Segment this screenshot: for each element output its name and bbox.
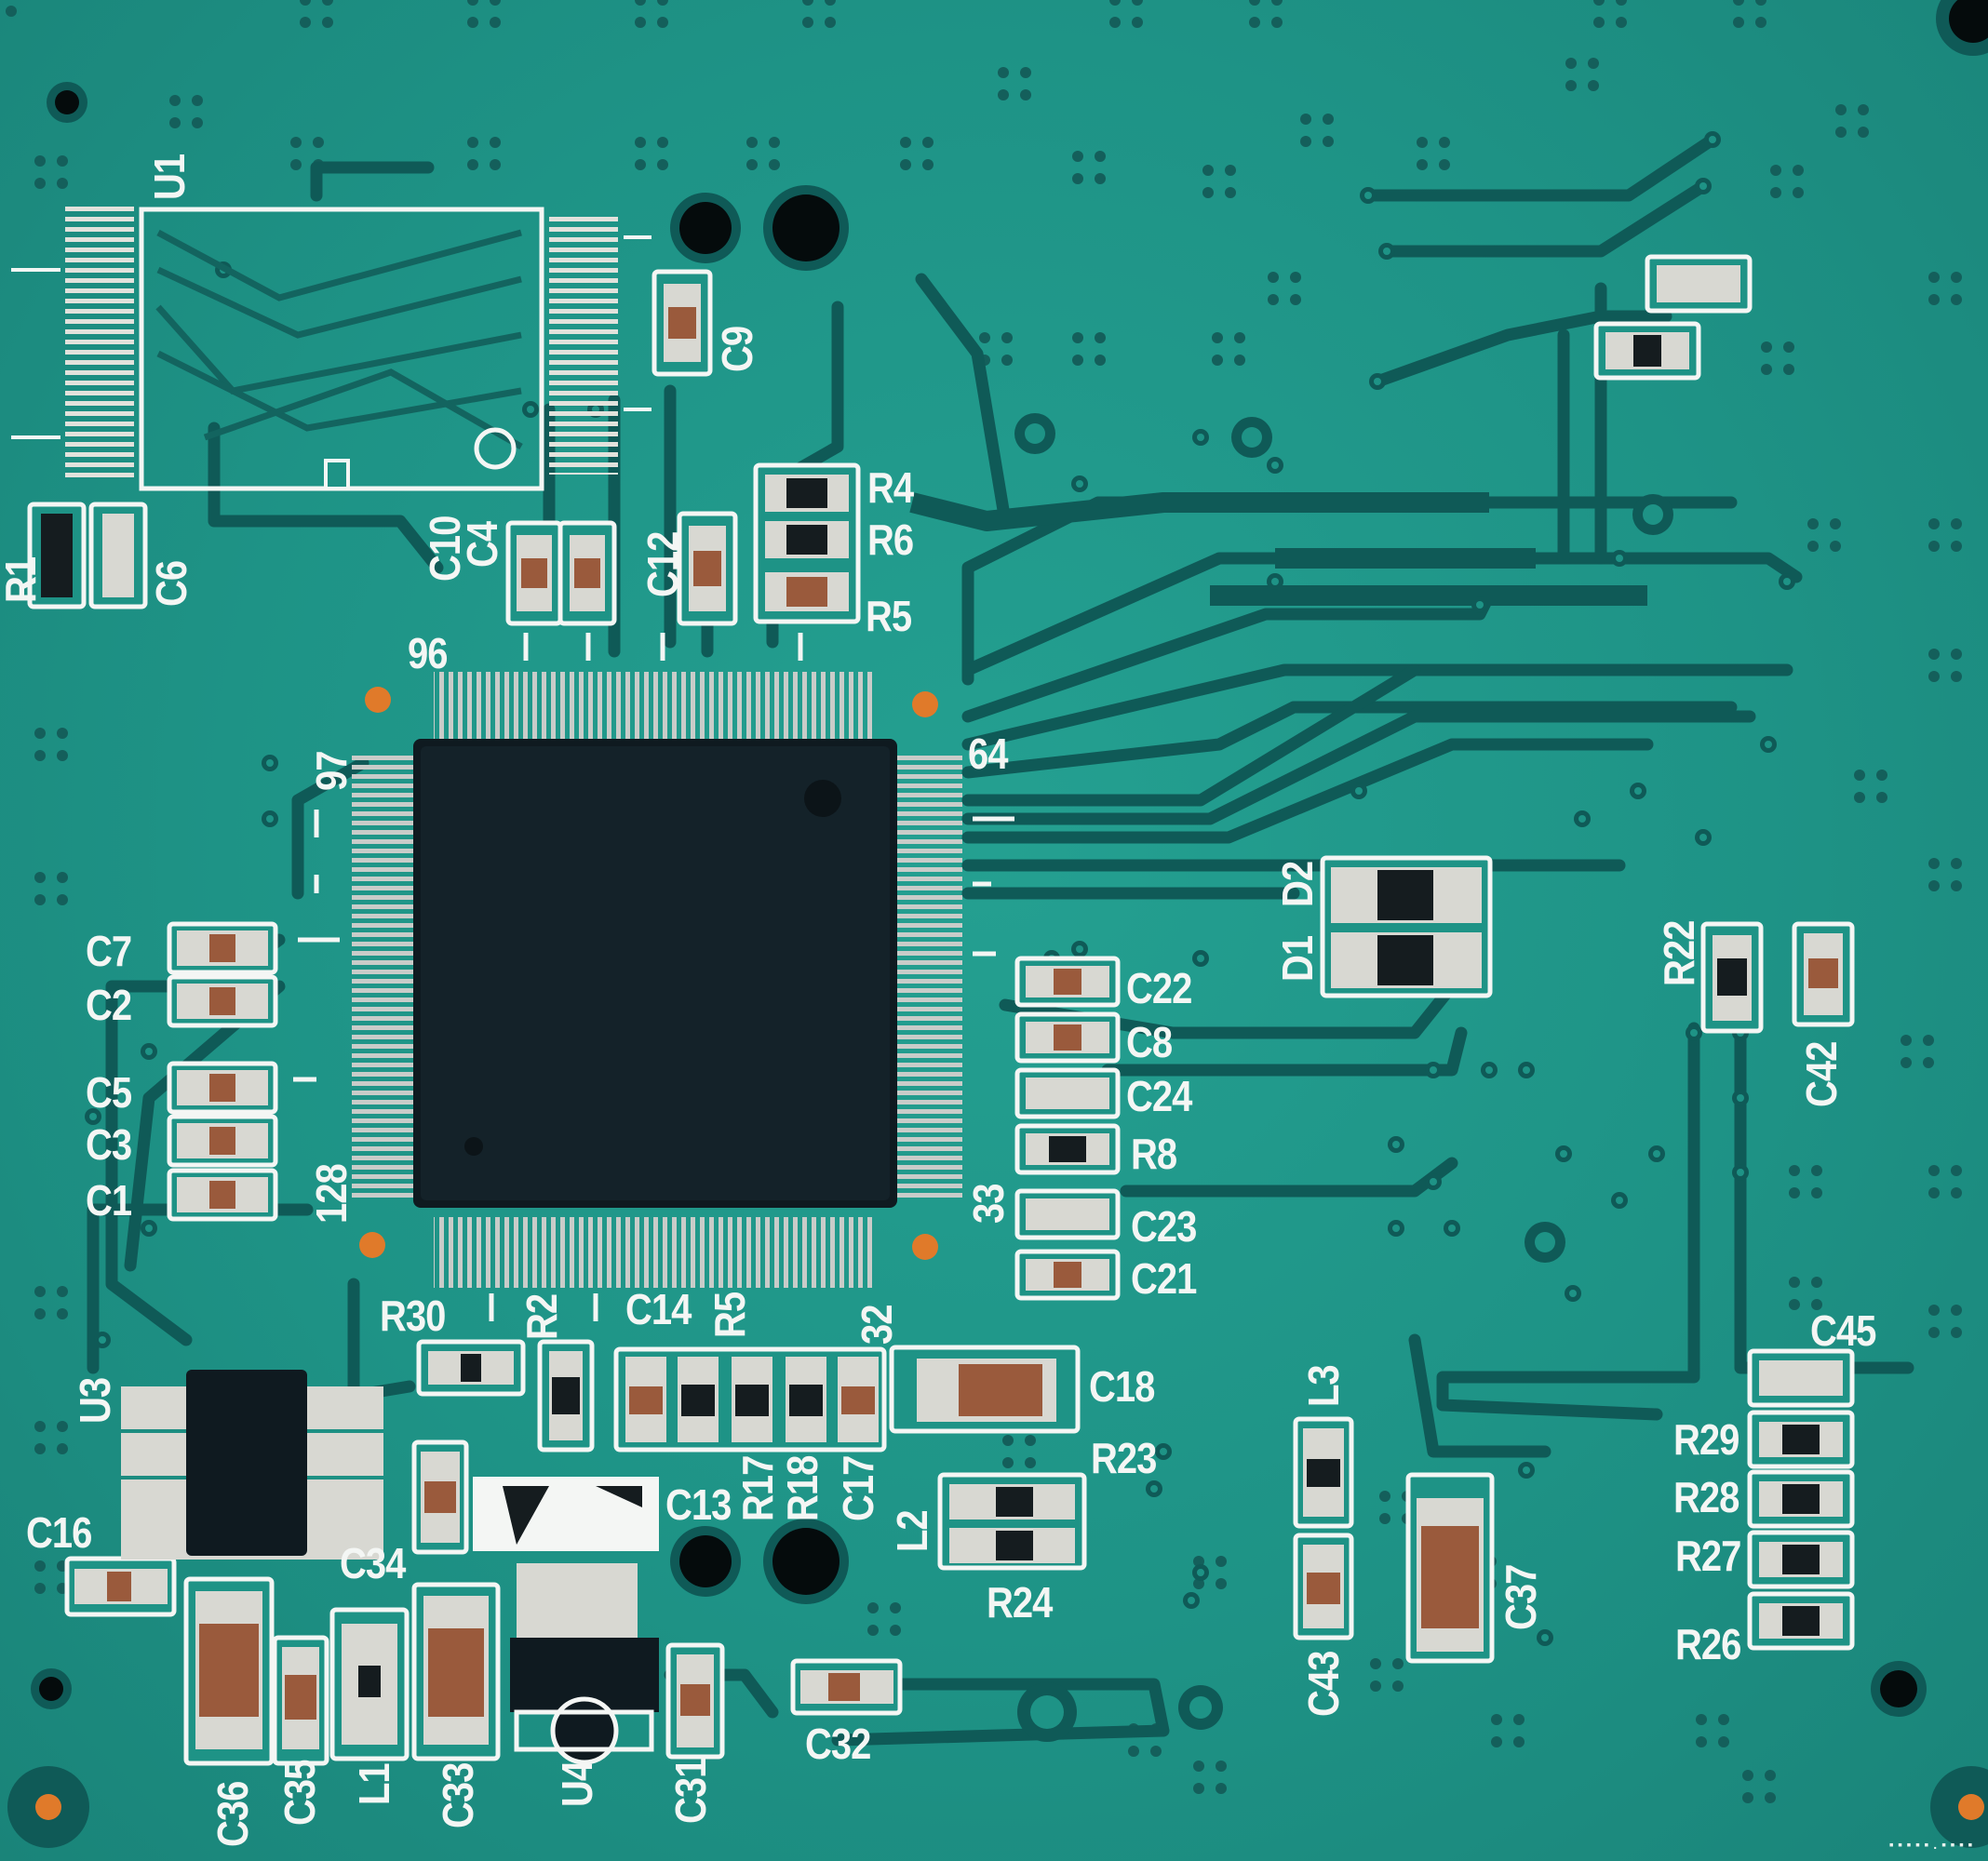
label-u3: U3 bbox=[72, 1377, 120, 1424]
silk-ticks bbox=[293, 633, 1014, 1321]
label-r4: R4 bbox=[867, 464, 914, 513]
label-r23: R23 bbox=[1091, 1435, 1157, 1483]
mounting-holes bbox=[7, 0, 1988, 1848]
label-c18: C18 bbox=[1089, 1363, 1155, 1412]
label-r29: R29 bbox=[1673, 1416, 1740, 1465]
label-l1: L1 bbox=[351, 1763, 399, 1805]
label-pin-96: 96 bbox=[408, 630, 448, 678]
label-r24: R24 bbox=[987, 1579, 1053, 1627]
label-c22: C22 bbox=[1126, 965, 1192, 1013]
label-c37: C37 bbox=[1498, 1564, 1546, 1630]
label-l3: L3 bbox=[1300, 1365, 1349, 1407]
label-c17: C17 bbox=[835, 1455, 883, 1521]
label-r26: R26 bbox=[1675, 1621, 1741, 1669]
label-c5: C5 bbox=[86, 1069, 132, 1118]
label-pin-64: 64 bbox=[968, 730, 1008, 779]
label-c7: C7 bbox=[86, 928, 132, 976]
label-r22: R22 bbox=[1656, 920, 1704, 986]
label-c24: C24 bbox=[1126, 1073, 1192, 1121]
label-r8: R8 bbox=[1131, 1131, 1177, 1179]
label-c36: C36 bbox=[209, 1781, 258, 1847]
trace-bus bbox=[909, 492, 1647, 606]
label-c43: C43 bbox=[1300, 1651, 1349, 1717]
connector-u1 bbox=[11, 207, 651, 491]
label-r28: R28 bbox=[1673, 1474, 1740, 1522]
label-c9: C9 bbox=[714, 326, 762, 372]
label-r17: R17 bbox=[734, 1455, 783, 1521]
label-c6: C6 bbox=[148, 560, 196, 607]
label-c45: C45 bbox=[1810, 1307, 1876, 1356]
label-c33: C33 bbox=[435, 1762, 483, 1828]
label-c16: C16 bbox=[26, 1509, 92, 1558]
component-bodies bbox=[41, 265, 1843, 1765]
label-d2: D2 bbox=[1274, 861, 1323, 907]
label-u1: U1 bbox=[146, 154, 195, 200]
label-c34: C34 bbox=[340, 1540, 406, 1588]
label-c3: C3 bbox=[86, 1121, 132, 1170]
label-pin-128: 128 bbox=[308, 1164, 356, 1224]
label-c4: C4 bbox=[459, 521, 507, 568]
label-u4: U4 bbox=[554, 1761, 602, 1807]
label-c32: C32 bbox=[805, 1720, 871, 1769]
label-r18: R18 bbox=[779, 1455, 827, 1521]
label-c12: C12 bbox=[639, 531, 688, 597]
watermark: ▪▪▪▪▪.▪▪▪▪ bbox=[1887, 1839, 1975, 1854]
label-c23: C23 bbox=[1131, 1203, 1197, 1252]
label-c8: C8 bbox=[1126, 1019, 1173, 1067]
label-c21: C21 bbox=[1131, 1255, 1197, 1304]
label-pin-97: 97 bbox=[308, 751, 356, 792]
label-c2: C2 bbox=[86, 982, 132, 1030]
label-r5: R5 bbox=[706, 1292, 755, 1338]
via-field bbox=[6, 0, 1962, 1803]
plated-holes bbox=[1014, 413, 1673, 1742]
label-c13: C13 bbox=[665, 1481, 732, 1530]
label-l2: L2 bbox=[889, 1510, 937, 1552]
label-pin-32: 32 bbox=[853, 1305, 902, 1346]
label-c35: C35 bbox=[276, 1760, 325, 1826]
label-c31: C31 bbox=[667, 1758, 716, 1824]
label-r30: R30 bbox=[380, 1292, 446, 1341]
label-r6: R6 bbox=[867, 516, 914, 565]
label-d1: D1 bbox=[1274, 935, 1323, 982]
label-pin-33: 33 bbox=[965, 1184, 1014, 1225]
label-r2: R2 bbox=[518, 1293, 567, 1340]
label-c1: C1 bbox=[86, 1177, 132, 1225]
label-r5-top: R5 bbox=[866, 593, 912, 641]
label-r27: R27 bbox=[1675, 1533, 1741, 1581]
label-c14: C14 bbox=[625, 1286, 692, 1334]
label-c42: C42 bbox=[1798, 1041, 1847, 1107]
label-r1: R1 bbox=[0, 556, 46, 603]
mcu-qfp128 bbox=[352, 672, 962, 1288]
